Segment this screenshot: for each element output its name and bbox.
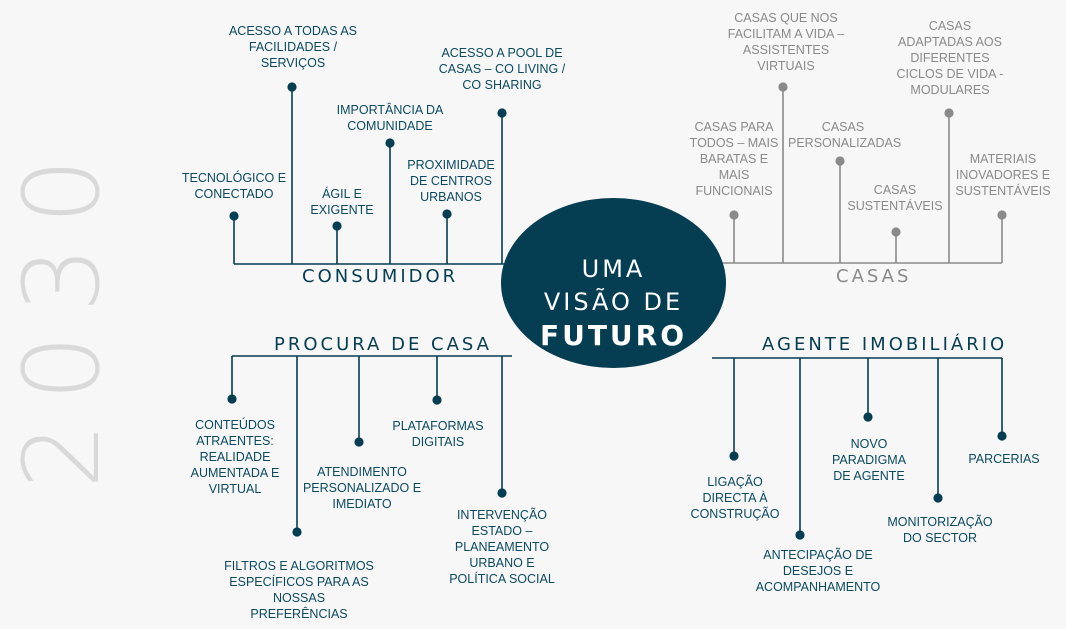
agente-dot bbox=[997, 431, 1007, 441]
hub-line-1: UMA bbox=[581, 255, 646, 283]
consumidor-dot bbox=[332, 221, 342, 231]
casas-dot bbox=[778, 82, 788, 92]
casas-item-modulares: CASAS ADAPTADAS AOS DIFERENTES CICLOS DE… bbox=[896, 19, 1004, 97]
consumidor-dot bbox=[229, 211, 239, 221]
casas-item-materiais: MATERIAIS INOVADORES E SUSTENTÁVEIS bbox=[955, 152, 1051, 198]
central-hub-title: UMA VISÃO DE FUTURO bbox=[501, 253, 726, 352]
branch-title-consumidor: CONSUMIDOR bbox=[302, 266, 459, 287]
branch-title-agente-imobiliario: AGENTE IMOBILIÁRIO bbox=[762, 334, 1008, 355]
consumidor-item-tecnologico: TECNOLÓGICO E CONECTADO bbox=[181, 171, 287, 201]
consumidor-item-acesso-facilidades: ACESSO A TODAS AS FACILIDADES / SERVIÇOS bbox=[228, 24, 358, 70]
procura-dot bbox=[354, 437, 364, 447]
casas-dot bbox=[997, 210, 1007, 220]
central-hub-circle bbox=[501, 198, 726, 368]
casas-item-para-todos: CASAS PARA TODOS – MAIS BARATAS E MAIS F… bbox=[689, 120, 779, 198]
agente-dot bbox=[933, 493, 943, 503]
procura-dot bbox=[227, 394, 237, 404]
year-watermark: 2030 bbox=[1, 136, 123, 489]
hub-line-3: FUTURO bbox=[539, 319, 688, 352]
procura-item-filtros: FILTROS E ALGORITMOS ESPECÍFICOS PARA AS… bbox=[224, 559, 374, 621]
procura-item-conteudos: CONTEÚDOS ATRAENTES: REALIDADE AUMENTADA… bbox=[190, 418, 280, 496]
casas-item-sustentaveis: CASAS SUSTENTÁVEIS bbox=[847, 183, 943, 213]
agente-item-parcerias: PARCERIAS bbox=[968, 452, 1040, 466]
agente-item-novo-paradigma: NOVO PARADIGMA DE AGENTE bbox=[831, 437, 907, 483]
agente-item-antecipacao: ANTECIPAÇÃO DE DESEJOS E ACOMPANHAMENTO bbox=[755, 548, 881, 594]
casas-dot bbox=[729, 210, 739, 220]
agente-item-ligacao: LIGAÇÃO DIRECTA À CONSTRUÇÃO bbox=[690, 475, 780, 521]
consumidor-dot bbox=[442, 209, 452, 219]
procura-item-atendimento: ATENDIMENTO PERSONALIZADO E IMEDIATO bbox=[302, 465, 422, 511]
agente-dot bbox=[863, 412, 873, 422]
consumidor-item-agil: ÁGIL E EXIGENTE bbox=[310, 187, 374, 217]
hub-line-2: VISÃO DE bbox=[543, 288, 684, 316]
procura-dot bbox=[292, 527, 302, 537]
consumidor-item-comunidade: IMPORTÂNCIA DA COMUNIDADE bbox=[336, 103, 444, 133]
casas-dot bbox=[835, 156, 845, 166]
consumidor-dot bbox=[385, 138, 395, 148]
agente-dot bbox=[795, 530, 805, 540]
casas-item-personalizadas: CASAS PERSONALIZADAS bbox=[788, 120, 902, 150]
casas-dot bbox=[944, 108, 954, 118]
agente-item-monitorizacao: MONITORIZAÇÃO DO SECTOR bbox=[887, 515, 993, 545]
casas-item-facilitam: CASAS QUE NOS FACILITAM A VIDA – ASSISTE… bbox=[727, 11, 845, 73]
consumidor-item-co-living: ACESSO A POOL DE CASAS – CO LIVING / CO … bbox=[438, 46, 566, 92]
procura-dot bbox=[497, 488, 507, 498]
consumidor-dot bbox=[287, 82, 297, 92]
consumidor-item-proximidade: PROXIMIDADE DE CENTROS URBANOS bbox=[407, 158, 495, 204]
consumidor-dot bbox=[497, 108, 507, 118]
casas-dot bbox=[891, 227, 901, 237]
procura-item-plataformas: PLATAFORMAS DIGITAIS bbox=[392, 419, 484, 449]
branch-title-procura-de-casa: PROCURA DE CASA bbox=[274, 334, 492, 355]
agente-dot bbox=[729, 451, 739, 461]
procura-item-intervencao: INTERVENÇÃO ESTADO – PLANEAMENTO URBANO … bbox=[449, 508, 555, 586]
branch-title-casas: CASAS bbox=[836, 266, 912, 287]
procura-dot bbox=[432, 395, 442, 405]
